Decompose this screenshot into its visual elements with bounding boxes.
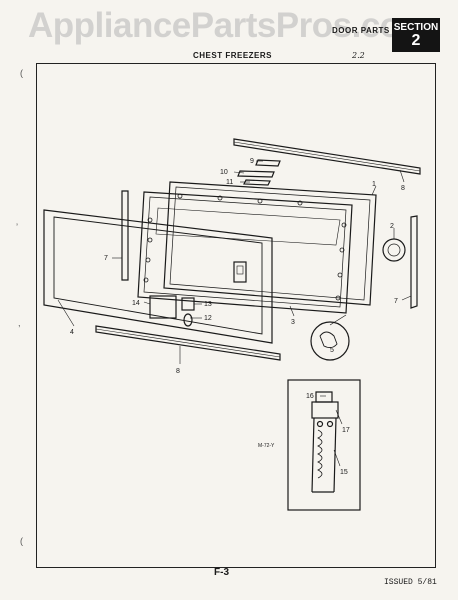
callout-14: 14: [132, 300, 140, 307]
key: [183, 313, 193, 327]
page-title: CHEST FREEZERS: [193, 51, 273, 60]
callout-1: 1: [372, 181, 376, 188]
margin-mark: (: [20, 68, 23, 78]
callout-17: 17: [342, 427, 350, 434]
callout-16: 16: [306, 393, 314, 400]
margin-mark: (: [20, 536, 23, 546]
inset-box: [287, 379, 361, 511]
callout-7-left: 7: [104, 255, 108, 262]
inner-liner: [137, 191, 353, 314]
watermark-logo: AppliancePartsPros.com: [28, 6, 432, 45]
section-label: SECTION: [393, 22, 439, 33]
callout-12: 12: [204, 315, 212, 322]
outer-gasket-frame: [43, 209, 273, 344]
part-11: [243, 179, 271, 186]
rear-panel: [163, 181, 377, 306]
bracket-plate: [149, 295, 177, 319]
door-parts-label: DOOR PARTS: [332, 26, 390, 35]
inset-note: M-72-Y: [258, 443, 275, 449]
hinge-spring: [317, 429, 323, 479]
part-9: [255, 159, 281, 167]
lock-cylinder: [181, 297, 195, 311]
section-badge: SECTION 2: [392, 18, 440, 52]
callout-6: 8: [401, 185, 405, 192]
callout-10: 10: [220, 169, 228, 176]
callout-7-right: 7: [394, 298, 398, 305]
callout-2: 2: [390, 223, 394, 230]
section-number: 2: [411, 32, 421, 49]
hinge-plate: [315, 391, 333, 403]
magnified-detail: [310, 321, 350, 361]
issued-date: ISSUED 5/81: [384, 578, 437, 587]
left-side-strip: [121, 190, 129, 281]
part-10: [237, 170, 275, 178]
bottom-strip: [95, 325, 281, 361]
callout-11: 11: [226, 179, 233, 186]
page-code: F-3: [214, 567, 229, 578]
callout-13: 13: [204, 301, 212, 308]
top-hinge-strip: [233, 138, 421, 175]
margin-mark: ’: [16, 222, 18, 232]
callout-9: 9: [250, 158, 254, 165]
hinge-top: [311, 401, 339, 419]
callout-5: 5: [330, 347, 334, 354]
margin-mark: ,: [18, 318, 21, 328]
round-plug: [382, 238, 406, 262]
callout-3: 3: [291, 319, 295, 326]
handwritten-note: 2.2: [352, 51, 365, 60]
lock-housing: [233, 261, 247, 283]
callout-15: 15: [340, 469, 348, 476]
callout-4: 4: [70, 329, 74, 336]
diagram-frame: [36, 63, 436, 568]
right-side-strip: [410, 215, 418, 309]
callout-8: 8: [176, 368, 180, 375]
